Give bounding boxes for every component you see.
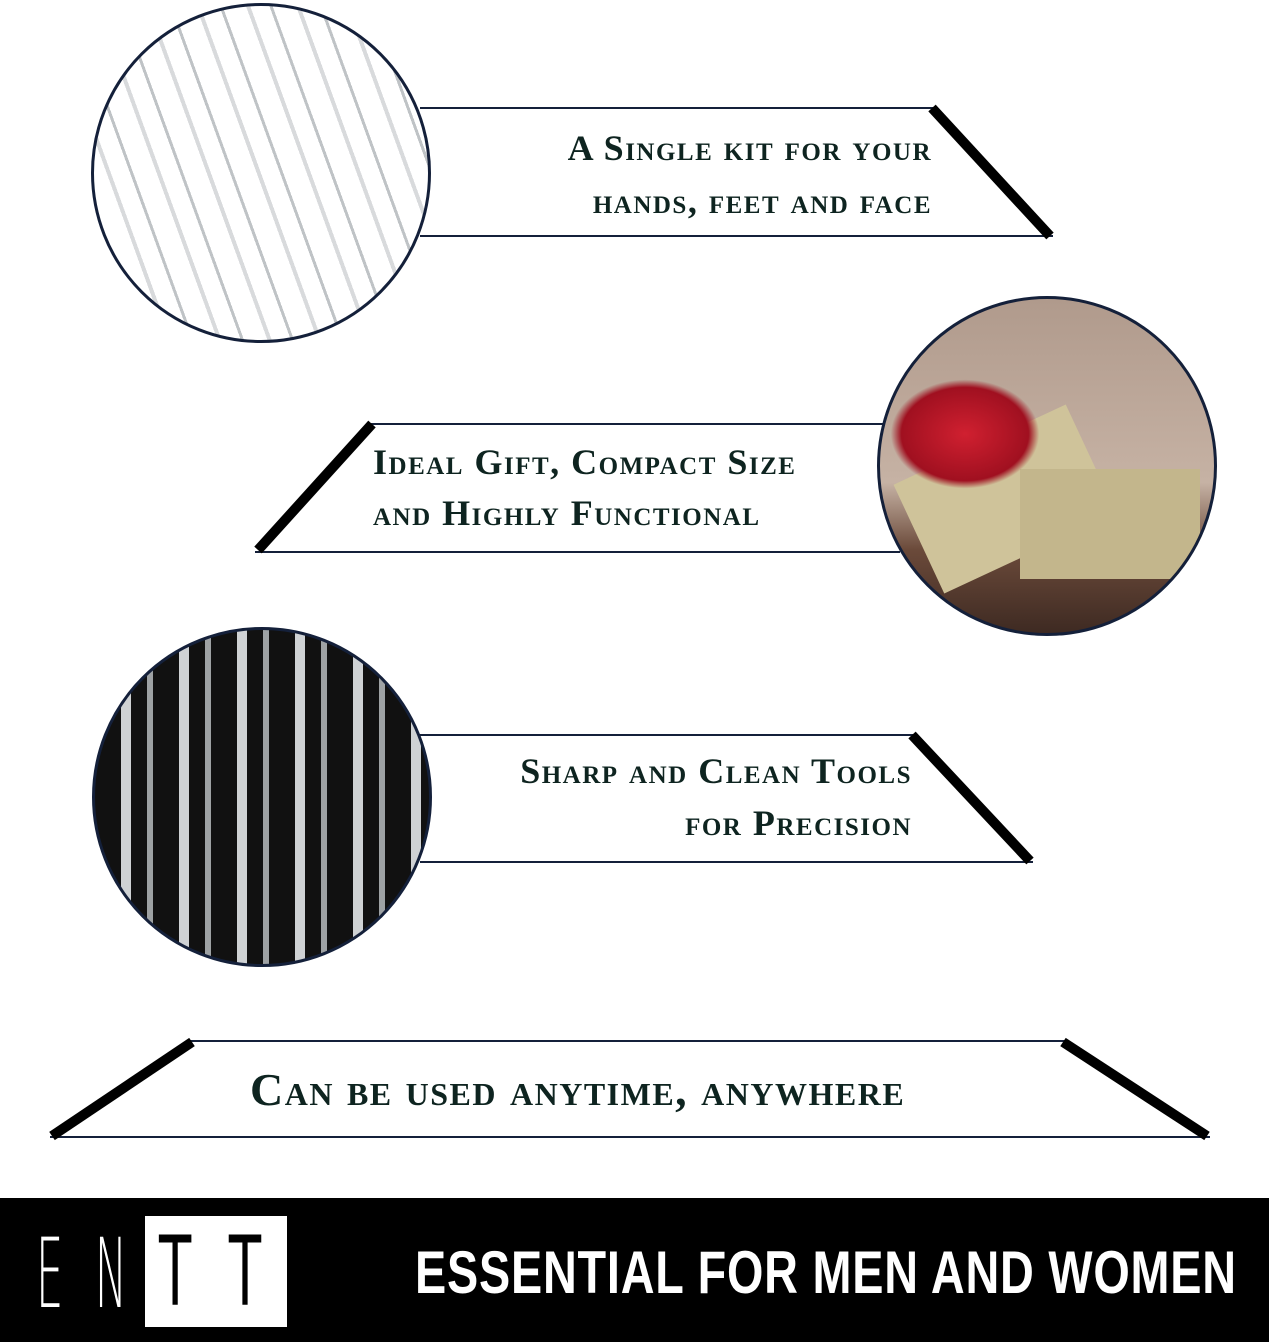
gift-box-photo	[877, 296, 1217, 636]
manicure-tools-white-photo	[91, 3, 431, 343]
banner-1	[420, 104, 1054, 240]
manicure-kit-black-case-photo	[92, 627, 432, 967]
feature-1-line-2: hands, feet and face	[592, 181, 932, 221]
feature-3-line-2: for Precision	[685, 803, 912, 843]
logo-box: TT	[145, 1216, 287, 1328]
banner-4	[49, 1037, 1210, 1141]
footer: EN TT ESSENTIAL FOR MEN AND WOMEN	[0, 1198, 1269, 1342]
feature-2-line-2: and Highly Functional	[373, 493, 761, 533]
banner-shapes	[49, 104, 1210, 1141]
bottom-banner-text: Can be used anytime, anywhere	[250, 1064, 906, 1115]
logo-dark-letters: TT	[159, 1216, 300, 1328]
banner-2	[254, 420, 900, 554]
logo-light-letters: EN	[36, 1218, 159, 1330]
feature-3-line-1: Sharp and Clean Tools	[520, 751, 912, 791]
feature-2-line-1: Ideal Gift, Compact Size	[373, 442, 797, 482]
tagline: ESSENTIAL FOR MEN AND WOMEN	[415, 1239, 1237, 1306]
banner-3	[420, 731, 1034, 865]
feature-1-line-1: A Single kit for your	[567, 128, 932, 168]
